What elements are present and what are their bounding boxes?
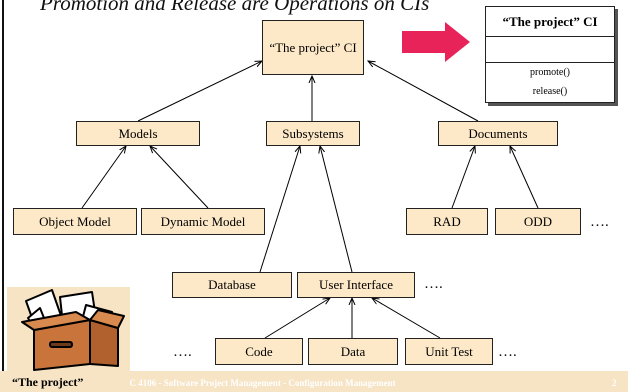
project-icon-label: “The project”	[12, 375, 84, 389]
left-border-rule	[2, 0, 4, 392]
node-unit-test: Unit Test	[405, 338, 493, 365]
edge-models-root	[137, 61, 262, 122]
node-object-model: Object Model	[13, 208, 137, 235]
node-odd: ODD	[495, 208, 581, 235]
uml-class-box: “The project” CI promote() release()	[485, 6, 615, 103]
ui-parts-ellipsis-right: ….	[498, 344, 517, 360]
edge-rad-documents	[451, 146, 475, 209]
subsystems-ellipsis: ….	[424, 276, 443, 292]
edge-documents-root	[368, 61, 479, 122]
edge-userinterface-subsystems	[320, 146, 353, 273]
uml-class-name: “The project” CI	[486, 7, 614, 37]
page-number: 2	[612, 378, 617, 388]
node-user-interface: User Interface	[297, 272, 415, 298]
node-documents: Documents	[438, 121, 558, 146]
node-data: Data	[308, 338, 398, 365]
node-subsystems: Subsystems	[266, 121, 360, 146]
edge-objectmodel-models	[81, 146, 126, 209]
node-models: Models	[76, 121, 200, 146]
edge-unittest-ui	[372, 298, 441, 339]
uml-operation-release: release()	[532, 86, 568, 97]
edge-code-ui	[264, 298, 330, 339]
slide-title: Promotion and Release are Operations on …	[40, 0, 430, 15]
documents-ellipsis: ….	[590, 214, 609, 230]
edge-odd-documents	[510, 146, 539, 209]
footer-text: YSC 4106 - Software Project Management -…	[118, 378, 396, 388]
uml-operation-promote: promote()	[530, 67, 570, 78]
node-database: Database	[172, 272, 292, 298]
uml-attributes-compartment	[486, 37, 614, 63]
ui-parts-ellipsis-left: ….	[173, 344, 192, 360]
edge-dynamicmodel-models	[150, 146, 209, 209]
arrow-to-class-icon	[402, 22, 470, 62]
node-rad: RAD	[406, 208, 488, 235]
node-code: Code	[215, 338, 303, 365]
node-root: “The project” CI	[262, 20, 364, 75]
node-dynamic-model: Dynamic Model	[141, 208, 265, 235]
footer-band	[0, 371, 628, 392]
edge-database-subsystems	[259, 146, 300, 273]
